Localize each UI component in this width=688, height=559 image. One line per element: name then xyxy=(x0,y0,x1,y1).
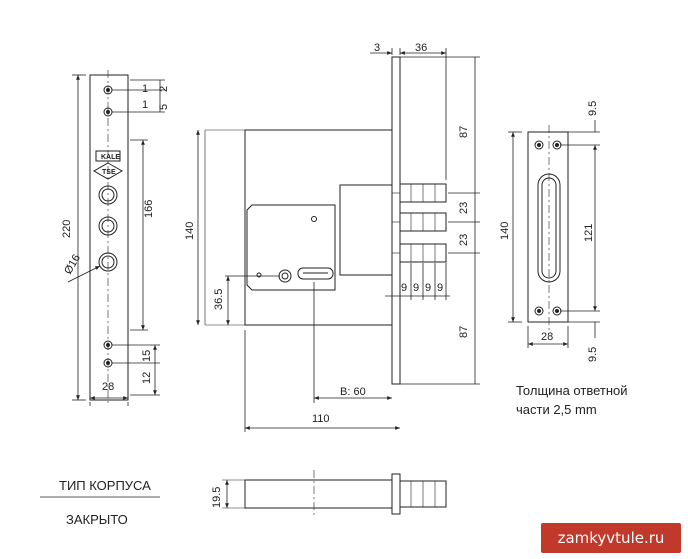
dim-5: 5 xyxy=(158,104,170,110)
faceplate-outline xyxy=(89,74,129,401)
lock-bottom-view xyxy=(40,470,447,518)
housing-type-value: ЗАКРЫТО xyxy=(66,512,128,527)
dim-87-top: 87 xyxy=(458,126,470,138)
dim-87-bottom: 87 xyxy=(458,326,470,338)
logo-bottom-text: TSE xyxy=(102,169,116,176)
dim-166: 166 xyxy=(143,200,155,218)
dim-15: 15 xyxy=(141,350,153,362)
dim-220: 220 xyxy=(61,220,73,238)
logo-top-text: KALE xyxy=(101,154,120,161)
strike-screw-hole xyxy=(534,140,544,150)
dim-strike-9-5-bottom: 9.5 xyxy=(587,347,599,362)
dim-28-front: 28 xyxy=(102,381,114,393)
dim-2: 2 xyxy=(158,86,170,92)
dim-strike-9-5-top: 9.5 xyxy=(587,101,599,116)
spindle-hole xyxy=(278,269,292,283)
strike-plate-outline xyxy=(527,131,569,323)
dim-36-5: 36.5 xyxy=(213,289,225,310)
dim-9-1: 9 xyxy=(401,282,407,294)
dim-23a: 23 xyxy=(458,202,470,214)
front-dimensions xyxy=(67,74,165,406)
dim-strike-140: 140 xyxy=(499,222,511,240)
kale-logo xyxy=(92,150,124,180)
dim-1a: 1 xyxy=(142,83,148,95)
lock-body-side-view xyxy=(204,56,447,385)
key-slot xyxy=(297,267,334,280)
dim-1b: 1 xyxy=(142,99,148,111)
dim-strike-28: 28 xyxy=(541,331,553,343)
strike-thickness-note-line1: Толщина ответной xyxy=(516,383,628,398)
dim-36: 36 xyxy=(415,42,427,54)
strike-screw-hole xyxy=(534,306,544,316)
cylinder-plate xyxy=(246,204,336,291)
dim-9-3: 9 xyxy=(425,282,431,294)
dim-diameter-16: Ø16 xyxy=(62,252,83,276)
housing-type-label: ТИП КОРПУСА xyxy=(59,478,151,493)
bottom-faceplate xyxy=(391,473,401,515)
dim-backset-60: B: 60 xyxy=(340,386,366,398)
strike-thickness-note-line2: части 2,5 mm xyxy=(516,402,597,417)
dim-140-side: 140 xyxy=(184,222,196,240)
faceplate-front-view xyxy=(89,70,129,405)
side-dimensions xyxy=(196,48,480,432)
dim-9-4: 9 xyxy=(437,282,443,294)
dim-strike-121: 121 xyxy=(583,224,595,242)
dim-12: 12 xyxy=(141,372,153,384)
strike-dimensions xyxy=(508,120,600,348)
gearbox xyxy=(339,184,393,276)
bottom-case xyxy=(244,479,393,509)
dim-3: 3 xyxy=(374,42,380,54)
dim-110: 110 xyxy=(312,413,330,425)
faceplate-edge xyxy=(391,56,401,385)
lock-case xyxy=(244,129,393,326)
dim-9-2: 9 xyxy=(413,282,419,294)
dim-23b: 23 xyxy=(458,234,470,246)
strike-plate-view xyxy=(527,125,569,330)
watermark-link[interactable]: zamkyvtule.ru xyxy=(541,523,681,553)
dim-19-5: 19.5 xyxy=(211,487,223,508)
